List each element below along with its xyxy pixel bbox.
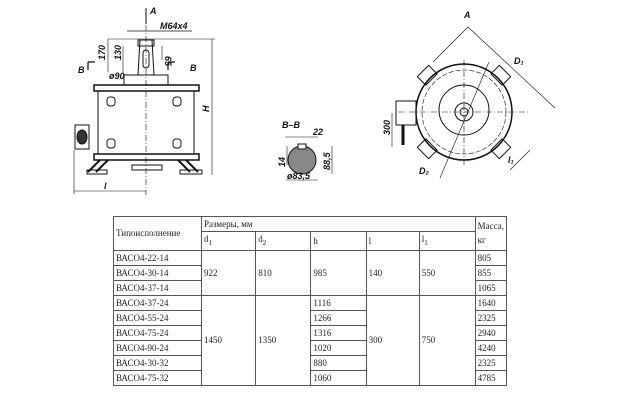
cell-mass: 2325	[474, 309, 508, 326]
cell-l: 300	[365, 294, 420, 386]
cell-mass: 2940	[474, 324, 508, 341]
label-thread: M64x4	[160, 21, 188, 31]
label-height: H	[201, 105, 211, 112]
label-dim-65: 65	[163, 56, 173, 67]
label-section-title: B–B	[282, 120, 301, 130]
label-d2: D₂	[419, 166, 429, 176]
label-dim-88-5: 88,5	[322, 151, 332, 170]
header-h: h	[310, 231, 367, 251]
header-l: l	[365, 231, 420, 251]
cell-mass: 805	[474, 249, 508, 266]
header-type: Типоисполнение	[113, 216, 202, 251]
technical-drawing: A M64x4 170 130 65 B B ø90 H l B–B 22 14…	[73, 6, 556, 195]
cell-d1: 1450	[200, 294, 257, 386]
table-row: ВАСО4-30-32 880 2325	[113, 354, 508, 371]
label-dia-83-5: ø83,5	[287, 171, 311, 181]
label-section-right: B	[190, 63, 197, 73]
front-view	[73, 8, 215, 195]
label-arrow-a: A	[149, 6, 157, 16]
header-mass-unit: кг	[477, 235, 486, 246]
cell-mass: 4240	[474, 339, 508, 356]
cell-d1: 922	[200, 249, 257, 296]
header-dimensions: Размеры, мм	[200, 216, 476, 232]
cell-d2: 1350	[255, 294, 312, 386]
section-view	[285, 136, 333, 181]
cell-type: ВАСО4-37-14	[113, 279, 202, 296]
cell-type: ВАСО4-55-24	[113, 309, 202, 326]
table-row: ВАСО4-75-24 1316 2940	[113, 324, 508, 341]
label-dim-14: 14	[277, 157, 287, 167]
cell-h: 1266	[310, 309, 367, 326]
table-row: ВАСО4-55-24 1266 2325	[113, 309, 508, 326]
cell-type: ВАСО4-75-24	[113, 324, 202, 341]
header-d2: d2	[255, 231, 312, 251]
label-dim-170: 170	[97, 45, 107, 60]
cell-h: 1116	[310, 294, 367, 311]
table-row: ВАСО4-37-24 1450 1350 1116 300 750 1640	[113, 294, 508, 386]
cell-mass: 1640	[474, 294, 508, 311]
cell-type: ВАСО4-22-14	[113, 249, 202, 266]
header-l1: l1	[418, 231, 476, 251]
cell-d2: 810	[255, 249, 312, 296]
cell-type: ВАСО4-90-24	[113, 339, 202, 356]
label-section-left: B	[78, 65, 85, 75]
cell-l1: 550	[418, 249, 476, 296]
header-mass-label: Масса,	[477, 221, 504, 232]
label-dim-22: 22	[312, 127, 323, 137]
cell-h: 985	[310, 249, 367, 296]
cell-type: ВАСО4-75-32	[113, 369, 202, 386]
label-dia-90: ø90	[109, 71, 125, 81]
label-top-arrow-a: A	[463, 10, 471, 20]
cell-h: 880	[310, 354, 367, 371]
cell-mass: 4785	[474, 369, 508, 386]
label-dim-300: 300	[382, 120, 392, 135]
header-d1: d1	[200, 231, 257, 251]
table-row: ВАСО4-22-14 922 810 985 140 550 805	[113, 249, 508, 296]
label-l1: l₁	[508, 155, 514, 165]
label-dim-130: 130	[113, 45, 123, 60]
table-row: ВАСО4-75-32 1060 4785	[113, 369, 508, 386]
cell-mass: 1065	[474, 279, 508, 296]
label-d1: D₁	[514, 56, 524, 66]
table-header-row: Типоисполнение Размеры, мм Масса, кг	[113, 216, 508, 251]
cell-type: ВАСО4-37-24	[113, 294, 202, 311]
cell-l1: 750	[418, 294, 476, 386]
cell-mass: 2325	[474, 354, 508, 371]
dimensions-table: Типоисполнение Размеры, мм Масса, кг d1 d…	[113, 216, 508, 386]
table-subheader-row: d1 d2 h l l1	[114, 231, 507, 251]
cell-mass: 855	[474, 264, 508, 281]
header-mass: Масса, кг	[474, 216, 508, 251]
cell-h: 1316	[310, 324, 367, 341]
cell-l: 140	[365, 249, 420, 296]
cell-h: 1060	[310, 369, 367, 386]
cell-h: 1020	[310, 339, 367, 356]
top-view	[391, 26, 556, 179]
cell-type: ВАСО4-30-14	[113, 264, 202, 281]
cell-type: ВАСО4-30-32	[113, 354, 202, 371]
label-length: l	[104, 181, 107, 191]
